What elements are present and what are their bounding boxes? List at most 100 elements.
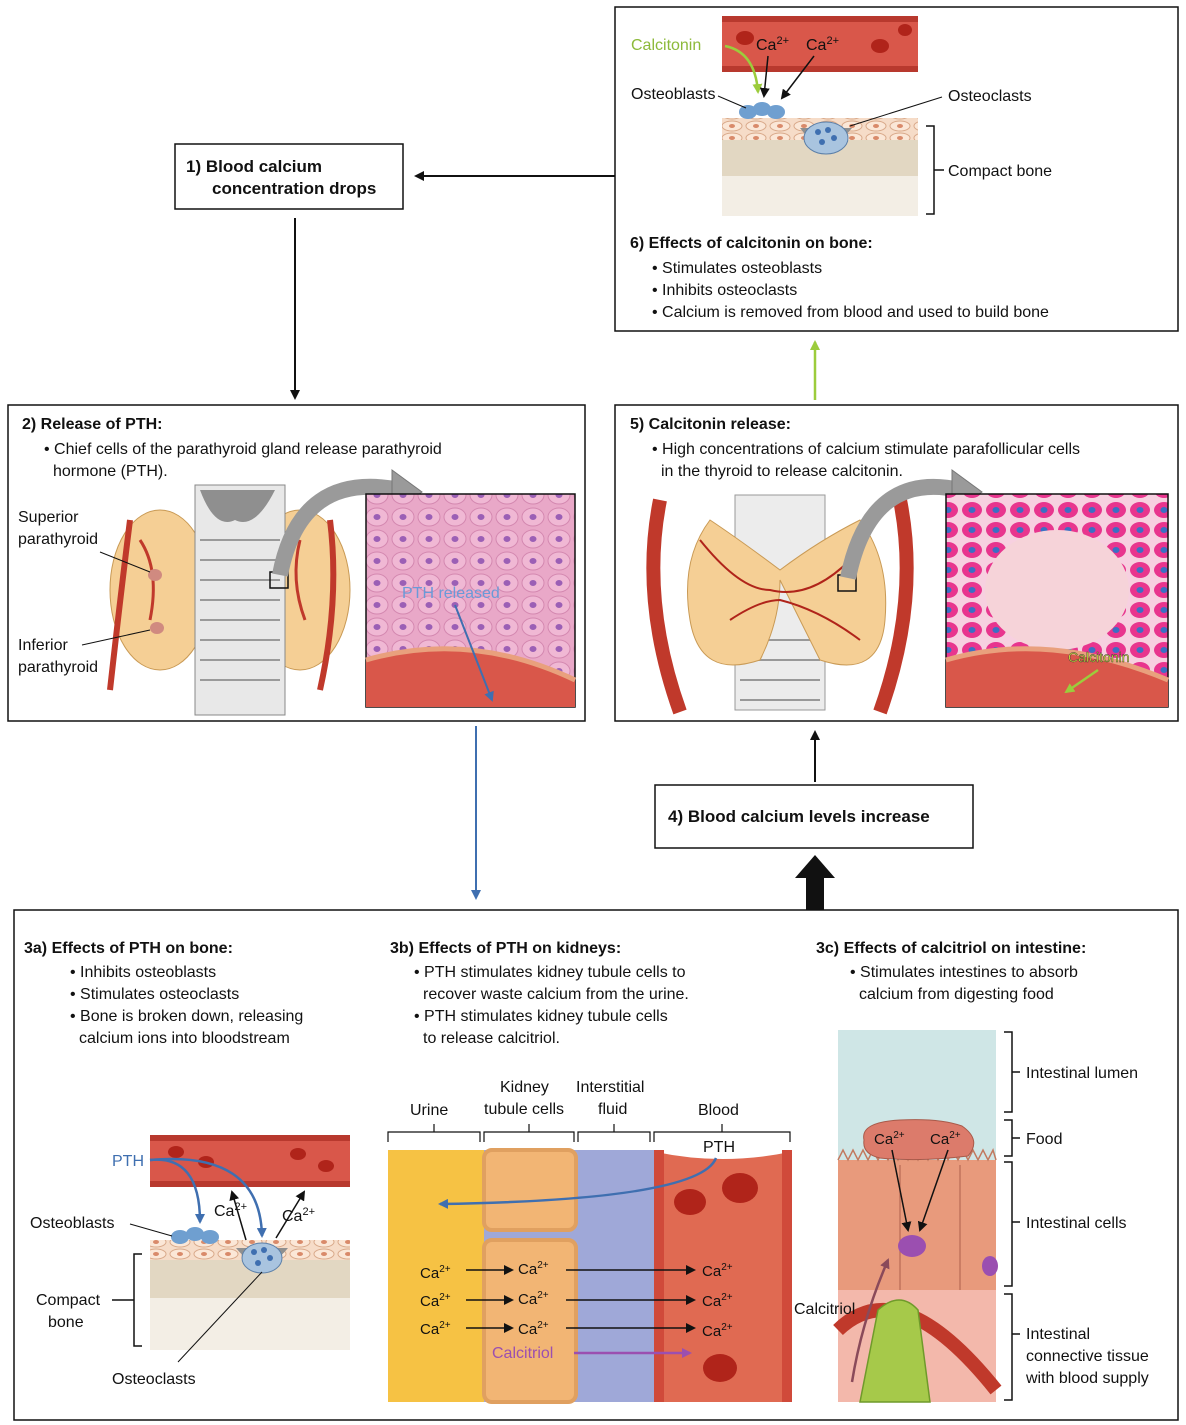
svg-text:Ca2+: Ca2+ <box>806 35 839 54</box>
intestinal-lumen-label: Intestinal lumen <box>1026 1065 1138 1082</box>
svg-text:Ca2+: Ca2+ <box>518 1290 549 1308</box>
step3c-panel: 3c) Effects of calcitriol on intestine: … <box>794 940 1149 1403</box>
connective-tissue-label: Intestinal <box>1026 1326 1090 1343</box>
step2-title: 2) Release of PTH: <box>22 416 162 433</box>
ca-label: Ca <box>702 1293 722 1310</box>
pth-arrow <box>438 1157 718 1209</box>
step6-box: Calcitonin Ca2+ Ca2+ Osteoblasts Osteocl… <box>614 6 1179 332</box>
step5-bullet: in the thyroid to release calcitonin. <box>661 463 903 480</box>
step1-title-line1: 1) Blood calcium <box>186 157 322 176</box>
ca-label: Ca <box>420 1293 440 1310</box>
blood-label: Blood <box>698 1102 739 1119</box>
step5-bullet: • High concentrations of calcium stimula… <box>652 441 1080 458</box>
ca-label: Ca <box>702 1323 722 1340</box>
calcitonin-label: Calcitonin <box>1068 649 1129 665</box>
svg-text:Ca2+: Ca2+ <box>518 1320 549 1338</box>
svg-text:Ca2+: Ca2+ <box>420 1264 451 1282</box>
osteoclast-icon <box>241 1242 283 1274</box>
magnify-arrow <box>272 478 402 577</box>
svg-text:Ca2+: Ca2+ <box>702 1262 733 1280</box>
parathyroid-tissue-icon <box>365 493 577 708</box>
compact-bone-label: Compact <box>36 1292 101 1309</box>
svg-text:Ca2+: Ca2+ <box>756 35 789 54</box>
step2-bullet: • Chief cells of the parathyroid gland r… <box>44 441 442 458</box>
thyroid-follicle-icon <box>945 493 1169 708</box>
step2-box: 2) Release of PTH: • Chief cells of the … <box>7 404 586 722</box>
ca-label: Ca <box>874 1131 894 1148</box>
ca-arrow <box>759 55 770 98</box>
svg-text:• Stimulates osteoclasts: • Stimulates osteoclasts <box>70 986 239 1003</box>
thyroid-gland-icon <box>646 494 914 715</box>
pth-arrow <box>149 1157 267 1238</box>
osteoclasts-label: Osteoclasts <box>948 88 1032 105</box>
step3b-panel: 3b) Effects of PTH on kidneys: • PTH sti… <box>387 940 792 1404</box>
blood-vessel-icon <box>722 16 918 72</box>
calcitriol-label: Calcitriol <box>492 1345 553 1362</box>
svg-text:calcium from digesting food: calcium from digesting food <box>859 986 1054 1003</box>
svg-text:parathyroid: parathyroid <box>18 531 98 548</box>
step3b-title: 3b) Effects of PTH on kidneys: <box>390 940 621 957</box>
superior-parathyroid-label: Superior <box>18 509 79 526</box>
svg-text:parathyroid: parathyroid <box>18 659 98 676</box>
svg-text:Ca2+: Ca2+ <box>518 1260 549 1278</box>
compact-bone-label: Compact bone <box>948 163 1052 180</box>
pth-release-arrow <box>454 604 494 702</box>
thyroid-trachea-icon <box>107 484 351 716</box>
svg-text:Ca2+: Ca2+ <box>874 1130 905 1148</box>
svg-text:• Bone is broken down, releasi: • Bone is broken down, releasing <box>70 1008 303 1025</box>
svg-text:Ca2+: Ca2+ <box>702 1292 733 1310</box>
step6-bullet: • Stimulates osteoblasts <box>652 260 822 277</box>
ca-label: Ca <box>756 37 777 54</box>
osteoblasts-label: Osteoblasts <box>30 1215 114 1232</box>
magnify-arrow <box>840 478 962 580</box>
ca-arrow <box>780 55 815 100</box>
ca-label: Ca <box>518 1261 538 1278</box>
food-label: Food <box>1026 1131 1062 1148</box>
svg-text:Ca2+: Ca2+ <box>702 1322 733 1340</box>
ca-label: Ca <box>518 1291 538 1308</box>
calcitonin-arrow <box>724 44 763 94</box>
ca-arrow <box>275 1190 306 1239</box>
ca-reabsorption-arrows <box>466 1265 696 1333</box>
svg-text:Ca2+: Ca2+ <box>930 1130 961 1148</box>
pth-released-label: PTH released <box>402 585 500 602</box>
osteoclast-icon <box>803 121 849 155</box>
svg-text:• PTH stimulates kidney tubule: • PTH stimulates kidney tubule cells <box>414 1008 668 1025</box>
calcitriol-arrow <box>850 1258 890 1383</box>
svg-text:with blood supply: with blood supply <box>1025 1370 1149 1387</box>
step2-bullet: hormone (PTH). <box>53 463 168 480</box>
step5-box: 5) Calcitonin release: • High concentrat… <box>614 404 1179 722</box>
ca-label: Ca <box>806 37 827 54</box>
svg-text:calcium ions into bloodstream: calcium ions into bloodstream <box>79 1030 290 1047</box>
step6-bullet: • Calcium is removed from blood and used… <box>652 304 1049 321</box>
ca-label: Ca <box>214 1203 235 1220</box>
kidney-tubule-icon <box>388 1148 792 1404</box>
ca-arrow <box>891 1149 912 1232</box>
step5-title: 5) Calcitonin release: <box>630 416 791 433</box>
svg-text:fluid: fluid <box>598 1101 627 1118</box>
intestine-icon <box>833 1030 1002 1403</box>
ca-label: Ca <box>420 1265 440 1282</box>
svg-text:tubule cells: tubule cells <box>484 1101 564 1118</box>
blood-vessel-icon <box>150 1135 350 1187</box>
step3-box: 3a) Effects of PTH on bone: • Inhibits o… <box>13 909 1179 1421</box>
ca-arrow <box>229 1190 247 1241</box>
svg-text:bone: bone <box>48 1314 84 1331</box>
svg-text:to release calcitriol.: to release calcitriol. <box>423 1030 560 1047</box>
calcitonin-arrow <box>1064 668 1099 694</box>
calcitriol-label: Calcitriol <box>794 1301 855 1318</box>
step1-title-line2: concentration drops <box>212 179 376 198</box>
intestinal-cells-label: Intestinal cells <box>1026 1215 1127 1232</box>
svg-text:Ca2+: Ca2+ <box>420 1320 451 1338</box>
ca-arrow <box>917 1149 949 1232</box>
osteoblasts-label: Osteoblasts <box>631 86 715 103</box>
svg-text:connective tissue: connective tissue <box>1026 1348 1149 1365</box>
step3c-title: 3c) Effects of calcitriol on intestine: <box>816 940 1086 957</box>
calcitonin-label: Calcitonin <box>631 37 701 54</box>
inferior-parathyroid-label: Inferior <box>18 637 68 654</box>
step3a-panel: 3a) Effects of PTH on bone: • Inhibits o… <box>24 940 350 1388</box>
svg-text:• Stimulates intestines to abs: • Stimulates intestines to absorb <box>850 964 1078 981</box>
osteoblast-cluster-icon <box>171 1227 219 1244</box>
osteoclasts-label: Osteoclasts <box>112 1371 196 1388</box>
